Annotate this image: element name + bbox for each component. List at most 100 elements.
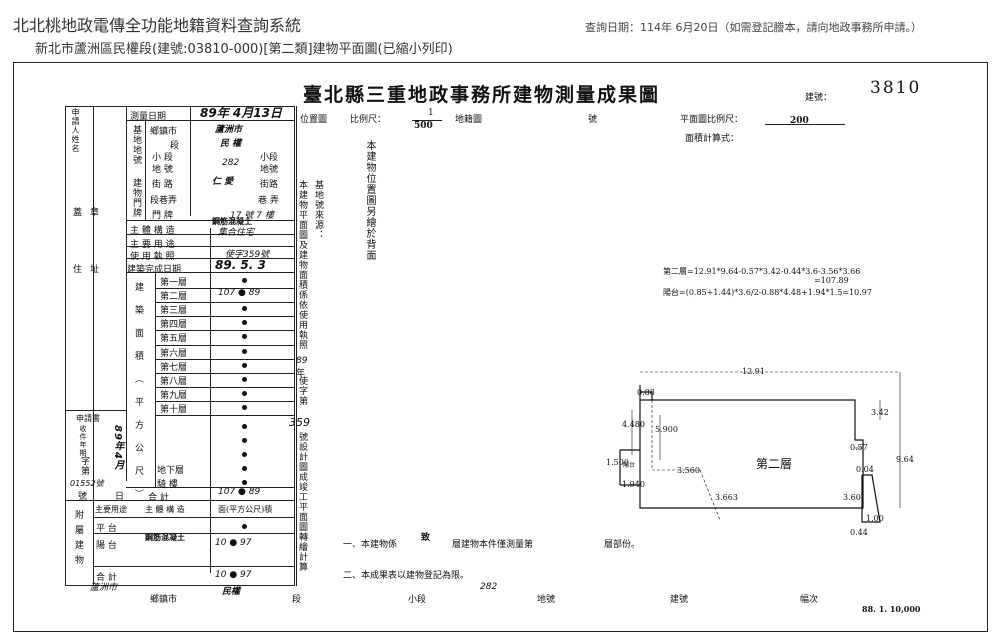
- permit-suffix: 號設計圖成竣工平面圖轉繪計算: [297, 432, 307, 572]
- lot: 282: [222, 158, 240, 168]
- form-grid-line: [126, 106, 127, 481]
- attach-area-label: 面(平方公尺)積: [218, 505, 273, 514]
- floor-area-dot: [242, 404, 247, 410]
- form-grid-line: [126, 246, 295, 247]
- form-grid-line: [93, 566, 295, 567]
- floor-label: 第六層: [160, 348, 188, 359]
- scale-label: 比例尺：: [350, 115, 387, 125]
- lot-label: 地 號: [152, 165, 173, 175]
- form-grid-line: [126, 487, 295, 488]
- floor-label: 第一層: [160, 278, 188, 288]
- note1-c: 層建物本件僅測量第: [452, 540, 534, 550]
- floor-row-line: [155, 358, 295, 360]
- dim-1-500: 1.500: [606, 458, 629, 467]
- bottom-subsection-label: 小段: [408, 595, 427, 605]
- street: 仁 愛: [212, 177, 234, 187]
- dim-1-00: 1.00: [866, 514, 884, 523]
- floor-plan-label: 第二層: [756, 457, 793, 471]
- note1-d: 層部份。: [604, 540, 641, 550]
- floor-area-dot: [242, 390, 247, 396]
- receipt-no-label: 號: [78, 492, 88, 502]
- location-plan-label: 位置圖: [300, 115, 328, 125]
- bottom-sheet-label: 幅次: [800, 595, 819, 605]
- extra-area-dot: [242, 438, 247, 443]
- dim-0-57: 0.57: [850, 443, 868, 452]
- form-grid-line: [126, 234, 295, 235]
- form-grid-line: [126, 120, 295, 121]
- floor-plan-outline: [639, 385, 864, 509]
- receipt-year-label: 收件年期: [79, 425, 87, 457]
- seal-label: 蓋章: [73, 208, 108, 218]
- floor-row-line: [155, 372, 295, 374]
- bottom-section: 民權: [222, 587, 241, 597]
- form-grid-line: [155, 272, 156, 487]
- formula-floor2: 第二層=12.91*9.64-0.57*3.42-0.44*3.6-3.56*3…: [663, 267, 861, 276]
- floor-label: 第九層: [160, 390, 188, 401]
- receipt-no-hand: 01552號: [70, 479, 104, 488]
- floor-plan-drawing: [619, 371, 901, 523]
- location-plan-border: [296, 106, 297, 586]
- bottom-city: 蘆洲市: [90, 583, 118, 593]
- extra-area-dot: [242, 452, 247, 457]
- lane-label2: 巷 弄: [258, 196, 279, 206]
- balcony-label: 陽 台: [96, 541, 117, 551]
- dim-9-64: 9.64: [896, 455, 914, 464]
- total-label: 合 計: [148, 493, 169, 503]
- form-grid-line: [126, 258, 295, 259]
- formula-floor2-result: =107.89: [814, 276, 849, 285]
- platform-area-dot: [242, 524, 247, 529]
- bottom-bldg-label: 建號: [670, 595, 689, 605]
- floor-row-line: [155, 330, 295, 332]
- arcade-label: 騎 樓: [157, 480, 178, 490]
- form-grid-line: [93, 106, 94, 586]
- form-grid-line: [210, 228, 211, 573]
- base-no-label: 基地地號: [131, 125, 141, 165]
- floor-row-line: [155, 288, 295, 290]
- dim-0-44: 0.44: [850, 528, 868, 537]
- attach-total-label: 合 計: [96, 573, 117, 583]
- base-no-source: 基地號來源：: [313, 180, 323, 240]
- survey-sheet: [13, 62, 988, 632]
- scale-den: 500: [414, 121, 433, 131]
- dim-3-60: 3.60: [843, 493, 861, 502]
- dim-3-560: 3.560: [677, 466, 700, 475]
- floorplan-scale-label: 平面圖比例尺：: [680, 115, 744, 125]
- balcony-struct: 鋼筋混凝土: [145, 532, 185, 542]
- section: 民 權: [220, 139, 242, 149]
- receipt-day-label: 日: [115, 492, 125, 502]
- floor-label: 第五層: [160, 334, 188, 345]
- form-grid-line: [93, 517, 295, 518]
- address-label: 住址: [73, 265, 108, 275]
- form-grid-line: [66, 500, 295, 501]
- permit-value: 使字359號: [225, 250, 270, 260]
- attach-label: 附屬建物: [73, 510, 83, 570]
- document-title: 臺北縣三重地政事務所建物測量成果圖: [303, 84, 661, 106]
- floor-row-line: [155, 400, 295, 402]
- door-label: 建物門牌: [131, 178, 141, 218]
- form-grid-line: [93, 533, 295, 534]
- form-grid-line: [190, 106, 191, 216]
- floor-label: 第八層: [160, 376, 188, 387]
- floor-label: 第十層: [160, 404, 188, 415]
- bottom-lot: 282: [480, 582, 498, 592]
- permit-word: 使字第: [297, 376, 307, 406]
- floor-area-dot: [242, 348, 247, 354]
- floor2-area: 107 ● 89: [218, 288, 261, 299]
- balcony-plan-label: 陽台: [623, 462, 636, 469]
- main-use-label: 主 要 用 途: [130, 240, 175, 250]
- bottom-city-label: 鄉鎮市: [150, 595, 178, 605]
- building-no-label: 建號：: [805, 93, 833, 103]
- floor-row-line: [155, 386, 295, 388]
- dim-5-900: 5.900: [655, 425, 678, 434]
- floor-area-dot: [242, 362, 247, 368]
- registration-form: [65, 106, 295, 586]
- township-label: 鄉鎮市: [150, 127, 178, 137]
- note2: 二、本成果表以建物登記為限。: [343, 571, 470, 581]
- bottom-lot-label: 地號: [537, 595, 556, 605]
- print-code: 88. 1. 10,000: [862, 604, 921, 614]
- floor-row-line: [155, 344, 295, 346]
- use-permit-note: 本建物平面圖及建物面積係依使用執照: [297, 180, 307, 350]
- floor-area-dot: [242, 320, 247, 326]
- section-label: 段: [170, 141, 180, 151]
- floor-row-line: [155, 316, 295, 318]
